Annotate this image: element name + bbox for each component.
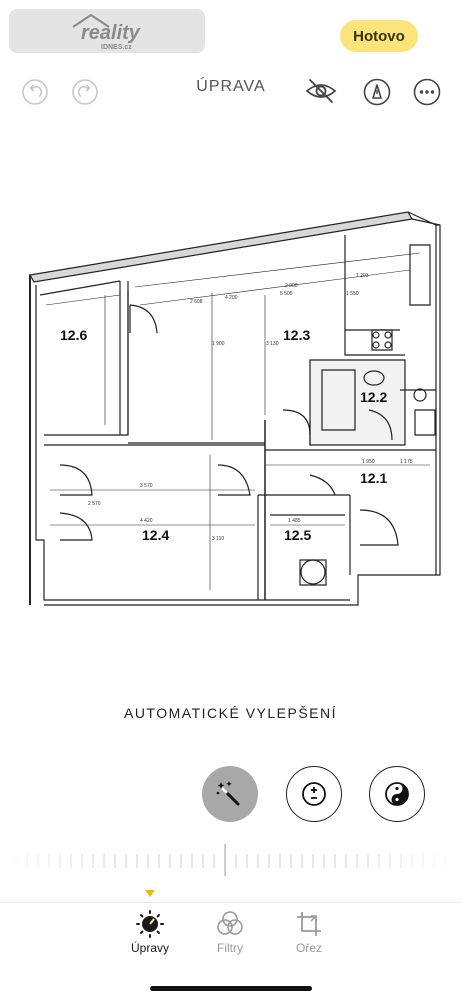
auto-enhance-button[interactable]	[202, 766, 258, 822]
room-label: 12.5	[284, 527, 311, 543]
tab-label: Úpravy	[130, 941, 169, 955]
tab-label: Filtry	[217, 941, 243, 955]
filters-icon	[217, 911, 243, 935]
floor-plan-drawing: 2 608 4 200 2 000 1 203 5 505 3 570 4 42…	[29, 211, 441, 606]
room-label: 12.2	[360, 389, 387, 405]
dim-label: 5 505	[280, 291, 293, 297]
active-tab-indicator	[145, 890, 155, 897]
done-button[interactable]: Hotovo	[340, 20, 418, 52]
eye-slash-icon[interactable]	[304, 76, 338, 106]
dim-label: 1 900	[212, 341, 225, 347]
dim-label: 2 608	[190, 299, 203, 305]
watermark-logo: reality IDNES.cz	[9, 9, 205, 53]
dim-label: 2 000	[285, 283, 298, 289]
dim-label: 1 175	[400, 459, 413, 465]
section-label: AUTOMATICKÉ VYLEPŠENÍ	[123, 705, 338, 721]
brilliance-icon	[385, 782, 409, 806]
brilliance-button[interactable]	[369, 766, 425, 822]
ellipsis-icon[interactable]	[412, 77, 442, 107]
tab-label: Ořez	[295, 941, 322, 955]
dial-icon	[136, 910, 164, 938]
room-label: 12.6	[60, 327, 87, 343]
room-label: 12.1	[360, 470, 387, 486]
dim-label: 3 110	[212, 536, 224, 542]
room-label: 12.3	[283, 327, 310, 343]
dim-label: 3 570	[140, 483, 153, 489]
home-indicator	[150, 986, 312, 991]
dim-label: 2 570	[88, 501, 101, 507]
room-label: 12.4	[142, 527, 169, 543]
dim-label: 4 200	[225, 295, 238, 301]
floor-plan-image: 2 608 4 200 2 000 1 203 5 505 3 570 4 42…	[0, 195, 461, 620]
redo-icon[interactable]	[70, 77, 100, 107]
logo-text: reality	[81, 22, 141, 44]
page-title: ÚPRAVA	[196, 78, 266, 95]
dim-label: 1 950	[362, 459, 375, 465]
magic-wand-icon	[216, 781, 240, 806]
logo-subtext: IDNES.cz	[101, 44, 132, 51]
dim-label: 1 203	[356, 273, 369, 279]
dim-label: 3 130	[266, 341, 279, 347]
crop-icon	[297, 912, 321, 936]
dim-label: 1 485	[288, 518, 301, 524]
dim-label: 4 420	[140, 518, 153, 524]
pen-tip-icon[interactable]	[362, 77, 392, 107]
exposure-icon	[302, 782, 326, 806]
exposure-button[interactable]	[286, 766, 342, 822]
bottom-tab-bar: Úpravy Filtry Ořez	[0, 890, 461, 1001]
dim-label: 1 550	[346, 291, 359, 297]
undo-icon[interactable]	[20, 77, 50, 107]
adjustment-slider[interactable]	[0, 840, 461, 890]
